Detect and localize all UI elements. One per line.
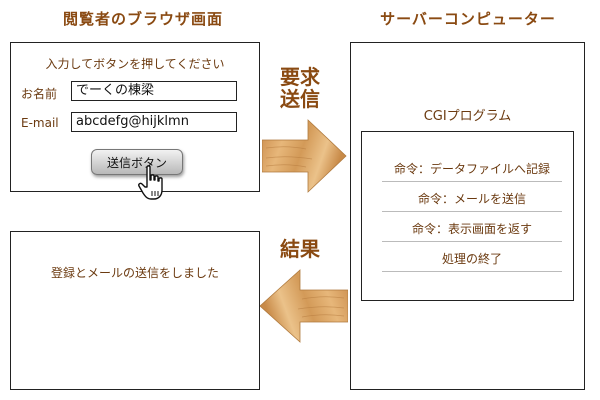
server-panel: CGIプログラム 命令：データファイルへ記録 命令：メールを送信 命令：表示画面…	[350, 42, 585, 390]
name-label: お名前	[21, 87, 58, 101]
request-send-label: 要求 送信	[270, 66, 330, 110]
submit-button-label: 送信ボタン	[106, 155, 167, 170]
request-label-line1: 要求	[280, 65, 320, 89]
command-send-mail: 命令：メールを送信	[382, 190, 562, 212]
left-arrow-icon	[259, 269, 348, 343]
email-field[interactable]: abcdefg@hijklmn	[71, 112, 237, 132]
cgi-program-label: CGIプログラム	[423, 109, 512, 124]
submit-button[interactable]: 送信ボタン	[91, 149, 183, 175]
form-instruction: 入力してボタンを押してください	[45, 57, 225, 71]
result-label: 結果	[280, 237, 320, 261]
email-label: E-mail	[21, 116, 59, 130]
request-label-line2: 送信	[280, 87, 320, 111]
result-message: 登録とメールの送信をしました	[50, 266, 219, 280]
hand-pointer-icon	[138, 165, 163, 200]
browser-form-panel: 入力してボタンを押してください お名前 でーくの棟梁 E-mail abcdef…	[10, 42, 260, 200]
server-computer-heading: サーバーコンピューター	[380, 10, 556, 28]
result-panel: 登録とメールの送信をしました	[10, 231, 260, 390]
cgi-program-box: 命令：データファイルへ記録 命令：メールを送信 命令：表示画面を返す 処理の終了	[361, 131, 574, 301]
command-record-data: 命令：データファイルへ記録	[382, 160, 562, 182]
right-arrow-icon	[262, 119, 347, 193]
command-return-screen: 命令：表示画面を返す	[382, 220, 562, 242]
command-end-process: 処理の終了	[382, 250, 562, 272]
name-field[interactable]: でーくの棟梁	[71, 81, 237, 101]
browser-screen-heading: 閲覧者のブラウザ画面	[62, 10, 223, 28]
